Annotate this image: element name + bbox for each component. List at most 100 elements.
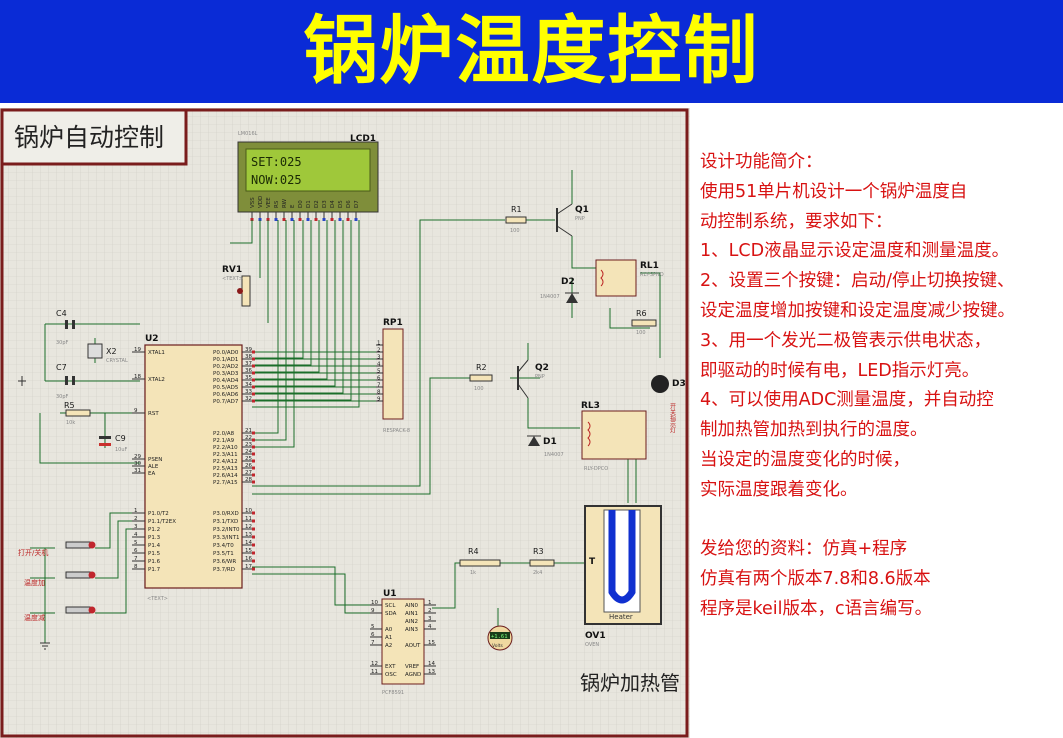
mcu-pin-label: P3.0/RXD bbox=[213, 511, 239, 517]
lcd-ref: LCD1 bbox=[350, 134, 376, 144]
mcu-pin-number: 33 bbox=[245, 389, 252, 395]
transistor-q1: R1 100 Q1 PNP bbox=[505, 203, 589, 237]
mcu-pin-number: 11 bbox=[245, 516, 252, 522]
r1-value: 100 bbox=[510, 228, 520, 234]
mcu-pin-number: 10 bbox=[245, 508, 252, 514]
mcu-pin-number: 4 bbox=[134, 532, 138, 538]
adc-pin-label: OSC bbox=[385, 672, 397, 678]
mcu-pin-number: 19 bbox=[134, 347, 141, 353]
c4-value: 30pF bbox=[56, 340, 69, 346]
mcu-pin-number: 6 bbox=[134, 548, 138, 554]
rv1-text-tag: <TEXT> bbox=[222, 276, 243, 282]
relay-rl3: D1 1N4007 RL3 RLY-DPCO bbox=[527, 401, 647, 472]
d1-value: 1N4007 bbox=[544, 452, 564, 458]
mcu-pin-number: 16 bbox=[245, 556, 252, 562]
info-line-deliverable: 程序是keil版本，c语言编写。 bbox=[700, 598, 933, 619]
temp-up-button[interactable] bbox=[65, 571, 91, 579]
rpack-pin-number: 6 bbox=[377, 376, 381, 382]
frame-label-box bbox=[0, 108, 188, 166]
mcu-pin-number: 23 bbox=[245, 442, 252, 448]
mcu-pin-label: P2.5/A13 bbox=[213, 466, 238, 472]
lcd-pin-label: D2 bbox=[314, 200, 320, 208]
sensor-resistors: R4 1k R3 2k4 bbox=[459, 547, 555, 576]
adc-pin-number: 10 bbox=[371, 600, 378, 606]
mcu-pin-label: P1.2 bbox=[148, 527, 160, 533]
adc-pin-number: 15 bbox=[428, 640, 435, 646]
info-line: 动控制系统，要求如下： bbox=[700, 211, 893, 232]
wires bbox=[30, 170, 661, 643]
mcu-pin-number: 36 bbox=[245, 368, 252, 374]
mcu-pin-number: 37 bbox=[245, 361, 252, 367]
rpack-pin-number: 1 bbox=[377, 341, 381, 347]
info-line: 2、设置三个按键：启动/停止切换按键、 bbox=[700, 271, 1015, 292]
adc-pin-number: 9 bbox=[371, 608, 375, 614]
adc-pin-label: AIN1 bbox=[405, 611, 418, 617]
lcd-pin-label: E bbox=[290, 204, 296, 208]
oven-t-pin: T bbox=[589, 557, 596, 567]
info-line-deliverable: 发给您的资料：仿真+程序 bbox=[700, 539, 908, 560]
lcd-part: LM016L bbox=[238, 131, 258, 137]
led-d3: R6 100 D3 开关指示灯 bbox=[631, 309, 686, 434]
voltmeter: +1.61 Volts bbox=[487, 625, 513, 651]
rpack-pin-number: 4 bbox=[377, 362, 381, 368]
mcu-pin-number: 7 bbox=[134, 556, 138, 562]
adc-pin-number: 1 bbox=[428, 600, 432, 606]
r3-value: 2k4 bbox=[533, 570, 542, 576]
lcd-pin-label: RS bbox=[274, 200, 280, 208]
c7-value: 30pF bbox=[56, 394, 69, 400]
lcd-pin-label: RW bbox=[282, 198, 288, 208]
mcu-pin-number: 29 bbox=[134, 454, 141, 460]
q1-type: PNP bbox=[575, 216, 585, 222]
adc-pin-label: SCL bbox=[385, 603, 396, 609]
adc-pin-label: AIN0 bbox=[405, 603, 418, 609]
mcu-pin-label: P3.2/INT0 bbox=[213, 527, 240, 533]
adc-pin-label: SDA bbox=[385, 611, 397, 617]
r2-value: 100 bbox=[474, 386, 484, 392]
mcu-pin-number: 8 bbox=[134, 564, 138, 570]
heater-group-label: 锅炉加热管 bbox=[580, 671, 680, 695]
mcu-pin-number: 3 bbox=[134, 524, 138, 530]
adc-pin-number: 3 bbox=[428, 616, 432, 622]
info-line: 实际温度跟着变化。 bbox=[700, 479, 858, 500]
rpack-part: RESPACK-8 bbox=[383, 428, 410, 434]
ov1-label: OV1 bbox=[585, 631, 606, 641]
mcu-pin-number: 35 bbox=[245, 375, 252, 381]
mcu-pin-label: P3.7/RD bbox=[213, 567, 235, 573]
mcu-pin-label: P1.7 bbox=[148, 567, 161, 573]
rpack-pin-number: 8 bbox=[377, 390, 381, 396]
mcu-pin-label: P3.3/INT1 bbox=[213, 535, 240, 541]
lcd-pin-label: VDD bbox=[258, 196, 264, 208]
crystal-circuit: C4 30pF C7 30pF X2 CRYSTAL R5 10k C9 10u… bbox=[18, 309, 128, 453]
adc-pin-label: EXT bbox=[385, 664, 396, 670]
mcu-pin-number: 18 bbox=[134, 374, 141, 380]
info-line: 制加热管加热到执行的温度。 bbox=[700, 420, 928, 441]
mcu-pin-label: P2.3/A11 bbox=[213, 452, 238, 458]
d3-label: D3 bbox=[672, 379, 686, 389]
mcu-pin-label: P1.1/T2EX bbox=[148, 519, 176, 525]
mcu-pin-number: 2 bbox=[134, 516, 138, 522]
schematic-diagram: 锅炉自动控制 锅炉加热管 LM016L LCD1 SET:025 NOW:025… bbox=[0, 108, 690, 738]
lcd-pin-label: D5 bbox=[338, 200, 344, 208]
mcu-pin-label: PSEN bbox=[148, 457, 162, 463]
lcd-pin-label: D6 bbox=[346, 200, 352, 208]
mcu-pin-number: 22 bbox=[245, 435, 252, 441]
mcu-pin-label: P2.1/A9 bbox=[213, 438, 235, 444]
power-button[interactable] bbox=[65, 541, 91, 549]
temp-down-button[interactable] bbox=[65, 606, 91, 614]
mcu-pin-label: RST bbox=[148, 411, 159, 417]
mcu-pin-number: 28 bbox=[245, 477, 252, 483]
mcu-pin-number: 27 bbox=[245, 470, 252, 476]
r4-label: R4 bbox=[468, 547, 479, 556]
mcu-pin-label: P2.4/A12 bbox=[213, 459, 238, 465]
mcu-pin-number: 14 bbox=[245, 540, 252, 546]
adc-pin-label: AIN3 bbox=[405, 627, 418, 633]
mcu-pin-number: 26 bbox=[245, 463, 252, 469]
button-label-down: 温度减 bbox=[24, 613, 45, 622]
adc-pin-number: 2 bbox=[428, 608, 432, 614]
adc-part: PCF8591 bbox=[382, 690, 404, 696]
mcu-pin-label: P3.1/TXD bbox=[213, 519, 238, 525]
info-line-deliverable: 仿真有两个版本7.8和8.6版本 bbox=[700, 569, 931, 590]
adc-pin-number: 13 bbox=[428, 669, 435, 675]
button-label-up: 温度加 bbox=[24, 578, 45, 587]
